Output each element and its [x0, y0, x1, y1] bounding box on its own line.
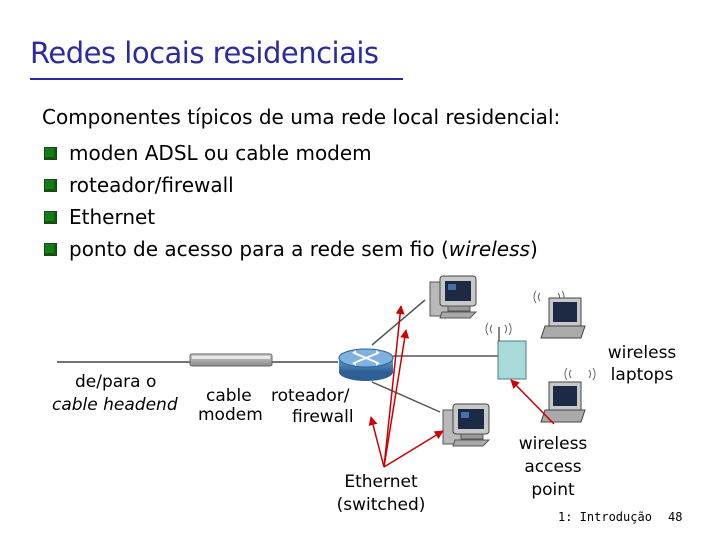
intro-text: Componentes típicos de uma rede local re…: [42, 105, 561, 129]
wireless-laptops-label: wireless laptops: [607, 343, 677, 385]
bullet-list: moden ADSL ou cable modem roteador/firew…: [42, 141, 538, 269]
router-pc-top-cable: [371, 299, 426, 346]
router-pc-bottom-cable: [371, 381, 441, 413]
laptop-icon: [533, 290, 586, 339]
bullet-item: ponto de acesso para a rede sem fio (wir…: [42, 237, 538, 269]
headend-label: de/para o: [75, 372, 157, 392]
checkbox-bullet-icon: [44, 243, 57, 256]
checkbox-bullet-icon: [44, 211, 57, 224]
bullet-item: moden ADSL ou cable modem: [42, 141, 538, 173]
desktop-pc-icon: [429, 275, 478, 319]
bullet-item: roteador/firewall: [42, 173, 538, 205]
title-underline: [30, 78, 403, 80]
cable-modem-icon: [189, 353, 273, 367]
access-point-label: wireless access point: [518, 434, 588, 500]
router-label: roteador/: [271, 386, 350, 406]
callout-arrows: [368, 305, 555, 468]
checkbox-bullet-icon: [44, 147, 57, 160]
ethernet-label: Ethernet (switched): [336, 472, 426, 515]
router-icon: [338, 348, 394, 381]
footer-chapter: 1: Introdução: [558, 510, 652, 524]
cable-modem-label: modem: [198, 405, 263, 425]
bullet-item: Ethernet: [42, 205, 538, 237]
access-point-icon: [485, 322, 527, 380]
headend-label: cable headend: [52, 395, 178, 415]
desktop-pc-icon: [442, 403, 491, 447]
cable-modem-label: cable: [206, 386, 252, 406]
footer-page-number: 48: [668, 510, 683, 524]
router-label: firewall: [292, 407, 354, 427]
slide-title: Redes locais residenciais: [30, 36, 379, 70]
checkbox-bullet-icon: [44, 179, 57, 192]
laptop-icon: [540, 367, 596, 423]
